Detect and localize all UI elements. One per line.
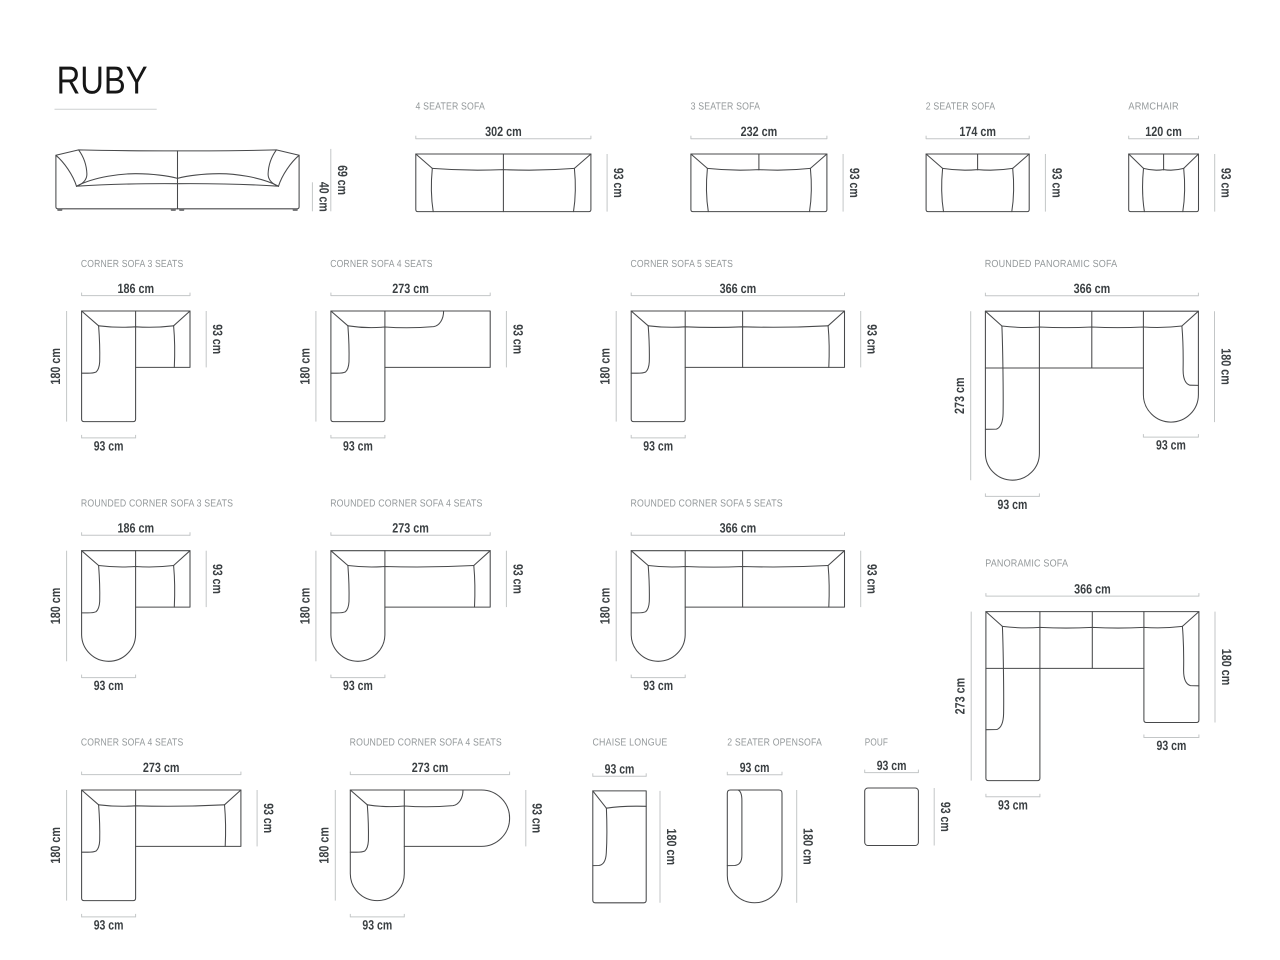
svg-text:40 cm: 40 cm xyxy=(316,182,331,212)
svg-text:174 cm: 174 cm xyxy=(959,124,996,139)
svg-text:232 cm: 232 cm xyxy=(741,124,778,139)
svg-text:93 cm: 93 cm xyxy=(510,324,525,354)
svg-text:2 SEATER SOFA: 2 SEATER SOFA xyxy=(926,101,996,112)
svg-text:93 cm: 93 cm xyxy=(643,678,673,693)
svg-text:93 cm: 93 cm xyxy=(362,918,392,933)
svg-text:PANORAMIC SOFA: PANORAMIC SOFA xyxy=(985,559,1068,570)
svg-text:93 cm: 93 cm xyxy=(740,760,770,775)
svg-text:CORNER SOFA 3 SEATS: CORNER SOFA 3 SEATS xyxy=(81,259,183,270)
svg-text:93 cm: 93 cm xyxy=(530,803,545,833)
svg-text:93 cm: 93 cm xyxy=(847,168,862,198)
svg-text:POUF: POUF xyxy=(865,738,888,749)
svg-text:180 cm: 180 cm xyxy=(1218,348,1233,385)
svg-text:93 cm: 93 cm xyxy=(998,797,1028,812)
svg-text:ROUNDED CORNER SOFA 4 SEATS: ROUNDED CORNER SOFA 4 SEATS xyxy=(350,738,502,749)
svg-text:93 cm: 93 cm xyxy=(94,439,124,454)
svg-text:ROUNDED CORNER SOFA 3 SEATS: ROUNDED CORNER SOFA 3 SEATS xyxy=(81,499,233,510)
svg-text:CORNER SOFA 4 SEATS: CORNER SOFA 4 SEATS xyxy=(81,738,183,749)
svg-text:273 cm: 273 cm xyxy=(143,760,180,775)
svg-text:93 cm: 93 cm xyxy=(938,802,953,832)
svg-text:4 SEATER SOFA: 4 SEATER SOFA xyxy=(416,101,486,112)
svg-text:93 cm: 93 cm xyxy=(210,324,225,354)
svg-text:ROUNDED CORNER SOFA 5 SEATS: ROUNDED CORNER SOFA 5 SEATS xyxy=(631,499,783,510)
svg-text:93 cm: 93 cm xyxy=(1157,738,1187,753)
svg-text:302 cm: 302 cm xyxy=(485,124,522,139)
svg-text:273 cm: 273 cm xyxy=(392,521,429,536)
svg-text:366 cm: 366 cm xyxy=(720,521,757,536)
svg-text:273 cm: 273 cm xyxy=(953,678,968,715)
svg-text:93 cm: 93 cm xyxy=(643,439,673,454)
svg-text:93 cm: 93 cm xyxy=(877,758,907,773)
svg-text:93 cm: 93 cm xyxy=(1219,168,1234,198)
svg-text:93 cm: 93 cm xyxy=(998,497,1028,512)
svg-text:3 SEATER SOFA: 3 SEATER SOFA xyxy=(691,101,761,112)
svg-text:93 cm: 93 cm xyxy=(1156,438,1186,453)
svg-text:CORNER SOFA 5 SEATS: CORNER SOFA 5 SEATS xyxy=(631,259,734,270)
svg-text:93 cm: 93 cm xyxy=(261,803,276,833)
svg-text:93 cm: 93 cm xyxy=(94,918,124,933)
svg-text:CORNER SOFA 4 SEATS: CORNER SOFA 4 SEATS xyxy=(330,259,433,270)
svg-text:ROUNDED CORNER SOFA 4 SEATS: ROUNDED CORNER SOFA 4 SEATS xyxy=(330,499,482,510)
svg-text:120 cm: 120 cm xyxy=(1145,124,1182,139)
svg-text:180 cm: 180 cm xyxy=(317,827,332,864)
svg-text:186 cm: 186 cm xyxy=(118,521,155,536)
svg-text:2 SEATER OPENSOFA: 2 SEATER OPENSOFA xyxy=(727,738,822,749)
svg-text:180 cm: 180 cm xyxy=(598,348,613,385)
svg-text:273 cm: 273 cm xyxy=(412,760,449,775)
svg-text:180 cm: 180 cm xyxy=(48,348,63,385)
svg-text:69 cm: 69 cm xyxy=(335,165,350,195)
svg-text:93 cm: 93 cm xyxy=(865,564,880,594)
svg-text:RUBY: RUBY xyxy=(57,60,148,103)
svg-text:93 cm: 93 cm xyxy=(210,564,225,594)
svg-text:273 cm: 273 cm xyxy=(392,281,429,296)
svg-text:93 cm: 93 cm xyxy=(343,439,373,454)
svg-text:180 cm: 180 cm xyxy=(1219,649,1234,686)
svg-text:180 cm: 180 cm xyxy=(297,588,312,625)
svg-text:93 cm: 93 cm xyxy=(865,324,880,354)
svg-text:93 cm: 93 cm xyxy=(605,762,635,777)
svg-text:273 cm: 273 cm xyxy=(952,377,967,414)
svg-text:180 cm: 180 cm xyxy=(598,588,613,625)
svg-text:366 cm: 366 cm xyxy=(1074,582,1111,597)
svg-text:93 cm: 93 cm xyxy=(510,564,525,594)
svg-text:180 cm: 180 cm xyxy=(48,827,63,864)
svg-text:93 cm: 93 cm xyxy=(1049,168,1064,198)
svg-text:93 cm: 93 cm xyxy=(611,168,626,198)
svg-text:180 cm: 180 cm xyxy=(664,829,679,866)
svg-text:CHAISE LONGUE: CHAISE LONGUE xyxy=(593,738,668,749)
svg-text:366 cm: 366 cm xyxy=(1074,281,1111,296)
svg-text:ROUNDED PANORAMIC SOFA: ROUNDED PANORAMIC SOFA xyxy=(985,259,1118,270)
svg-text:186 cm: 186 cm xyxy=(118,281,155,296)
svg-text:93 cm: 93 cm xyxy=(94,678,124,693)
svg-text:366 cm: 366 cm xyxy=(720,281,757,296)
svg-text:93 cm: 93 cm xyxy=(343,678,373,693)
svg-text:ARMCHAIR: ARMCHAIR xyxy=(1128,101,1179,112)
svg-text:180 cm: 180 cm xyxy=(48,588,63,625)
svg-text:180 cm: 180 cm xyxy=(297,348,312,385)
svg-text:180 cm: 180 cm xyxy=(801,828,816,865)
